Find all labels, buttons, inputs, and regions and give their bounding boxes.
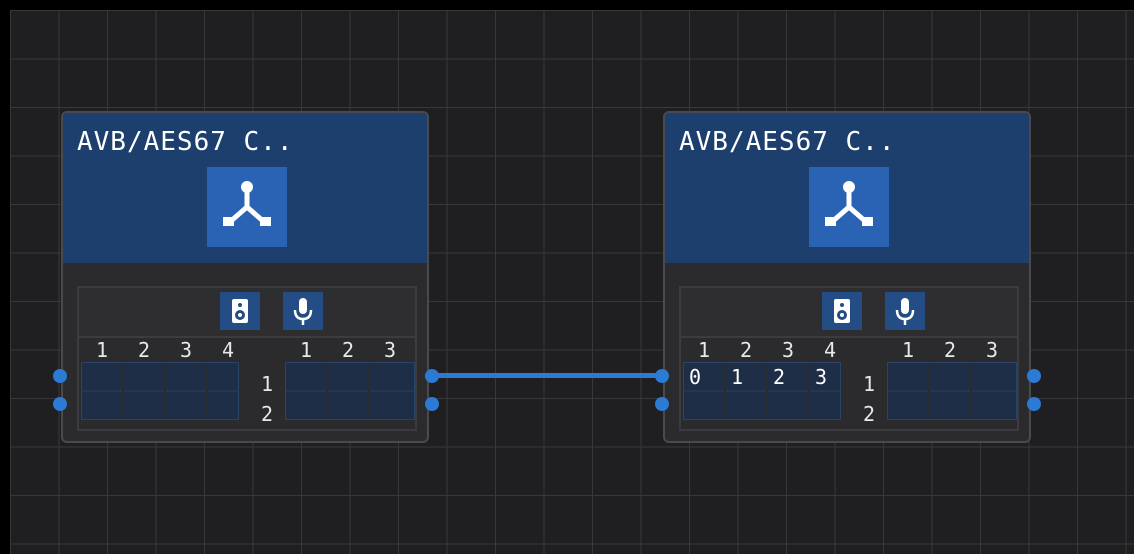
node2-input-port-1[interactable]	[655, 369, 669, 383]
panel-toolbar	[681, 288, 1017, 338]
channel-cells[interactable]: 0 1 2 3	[683, 362, 841, 420]
column-header: 1	[299, 338, 313, 362]
cell-divider	[724, 363, 726, 419]
speaker-icon[interactable]	[822, 292, 862, 330]
row-divider	[82, 390, 238, 392]
channel-cells[interactable]	[285, 362, 415, 420]
row-divider	[888, 390, 1016, 392]
column-header: 1	[901, 338, 915, 362]
cell-value[interactable]: 3	[814, 365, 828, 389]
node-header[interactable]: AVB/AES67 C..	[63, 113, 427, 263]
network-split-icon	[207, 167, 287, 247]
microphone-icon[interactable]	[885, 292, 925, 330]
column-header: 2	[137, 338, 151, 362]
speaker-icon[interactable]	[220, 292, 260, 330]
column-header: 2	[739, 338, 753, 362]
cell-value[interactable]: 1	[730, 365, 744, 389]
node-avb-aes67-1[interactable]: AVB/AES67 C..	[61, 111, 429, 443]
node2-output-port-2[interactable]	[1027, 397, 1041, 411]
cell-divider	[970, 363, 972, 419]
channel-cells[interactable]	[81, 362, 239, 420]
column-header: 3	[781, 338, 795, 362]
cell-divider	[122, 363, 124, 419]
column-header: 3	[383, 338, 397, 362]
cell-divider	[368, 363, 370, 419]
cell-value[interactable]: 0	[688, 365, 702, 389]
column-header: 2	[943, 338, 957, 362]
column-header: 2	[341, 338, 355, 362]
row-label: 2	[261, 402, 274, 426]
node-title: AVB/AES67 C..	[77, 127, 294, 157]
cell-divider	[808, 363, 810, 419]
node1-output-port-2[interactable]	[425, 397, 439, 411]
network-split-icon	[809, 167, 889, 247]
channel-panel: 1 2 3 4 1 2 1 2 3	[77, 286, 417, 431]
node2-input-port-2[interactable]	[655, 397, 669, 411]
panel-toolbar	[79, 288, 415, 338]
row-label: 1	[863, 372, 876, 396]
column-header: 1	[697, 338, 711, 362]
cell-divider	[206, 363, 208, 419]
node1-output-port-1[interactable]	[425, 369, 439, 383]
cell-divider	[326, 363, 328, 419]
channel-panel: 1 2 3 4 0 1 2 3 1 2 1 2 3	[679, 286, 1019, 431]
node2-output-port-1[interactable]	[1027, 369, 1041, 383]
node1-input-port-1[interactable]	[53, 369, 67, 383]
column-header: 3	[985, 338, 999, 362]
microphone-icon[interactable]	[283, 292, 323, 330]
node-header[interactable]: AVB/AES67 C..	[665, 113, 1029, 263]
connection-wire[interactable]	[432, 373, 662, 378]
column-header: 4	[221, 338, 235, 362]
column-header: 4	[823, 338, 837, 362]
node-title: AVB/AES67 C..	[679, 127, 896, 157]
row-label: 2	[863, 402, 876, 426]
cell-divider	[766, 363, 768, 419]
cell-divider	[928, 363, 930, 419]
cell-divider	[164, 363, 166, 419]
node-avb-aes67-2[interactable]: AVB/AES67 C..	[663, 111, 1031, 443]
node1-input-port-2[interactable]	[53, 397, 67, 411]
cell-value[interactable]: 2	[772, 365, 786, 389]
row-divider	[684, 390, 840, 392]
channel-cells[interactable]	[887, 362, 1017, 420]
row-label: 1	[261, 372, 274, 396]
column-header: 1	[95, 338, 109, 362]
column-header: 3	[179, 338, 193, 362]
row-divider	[286, 390, 414, 392]
